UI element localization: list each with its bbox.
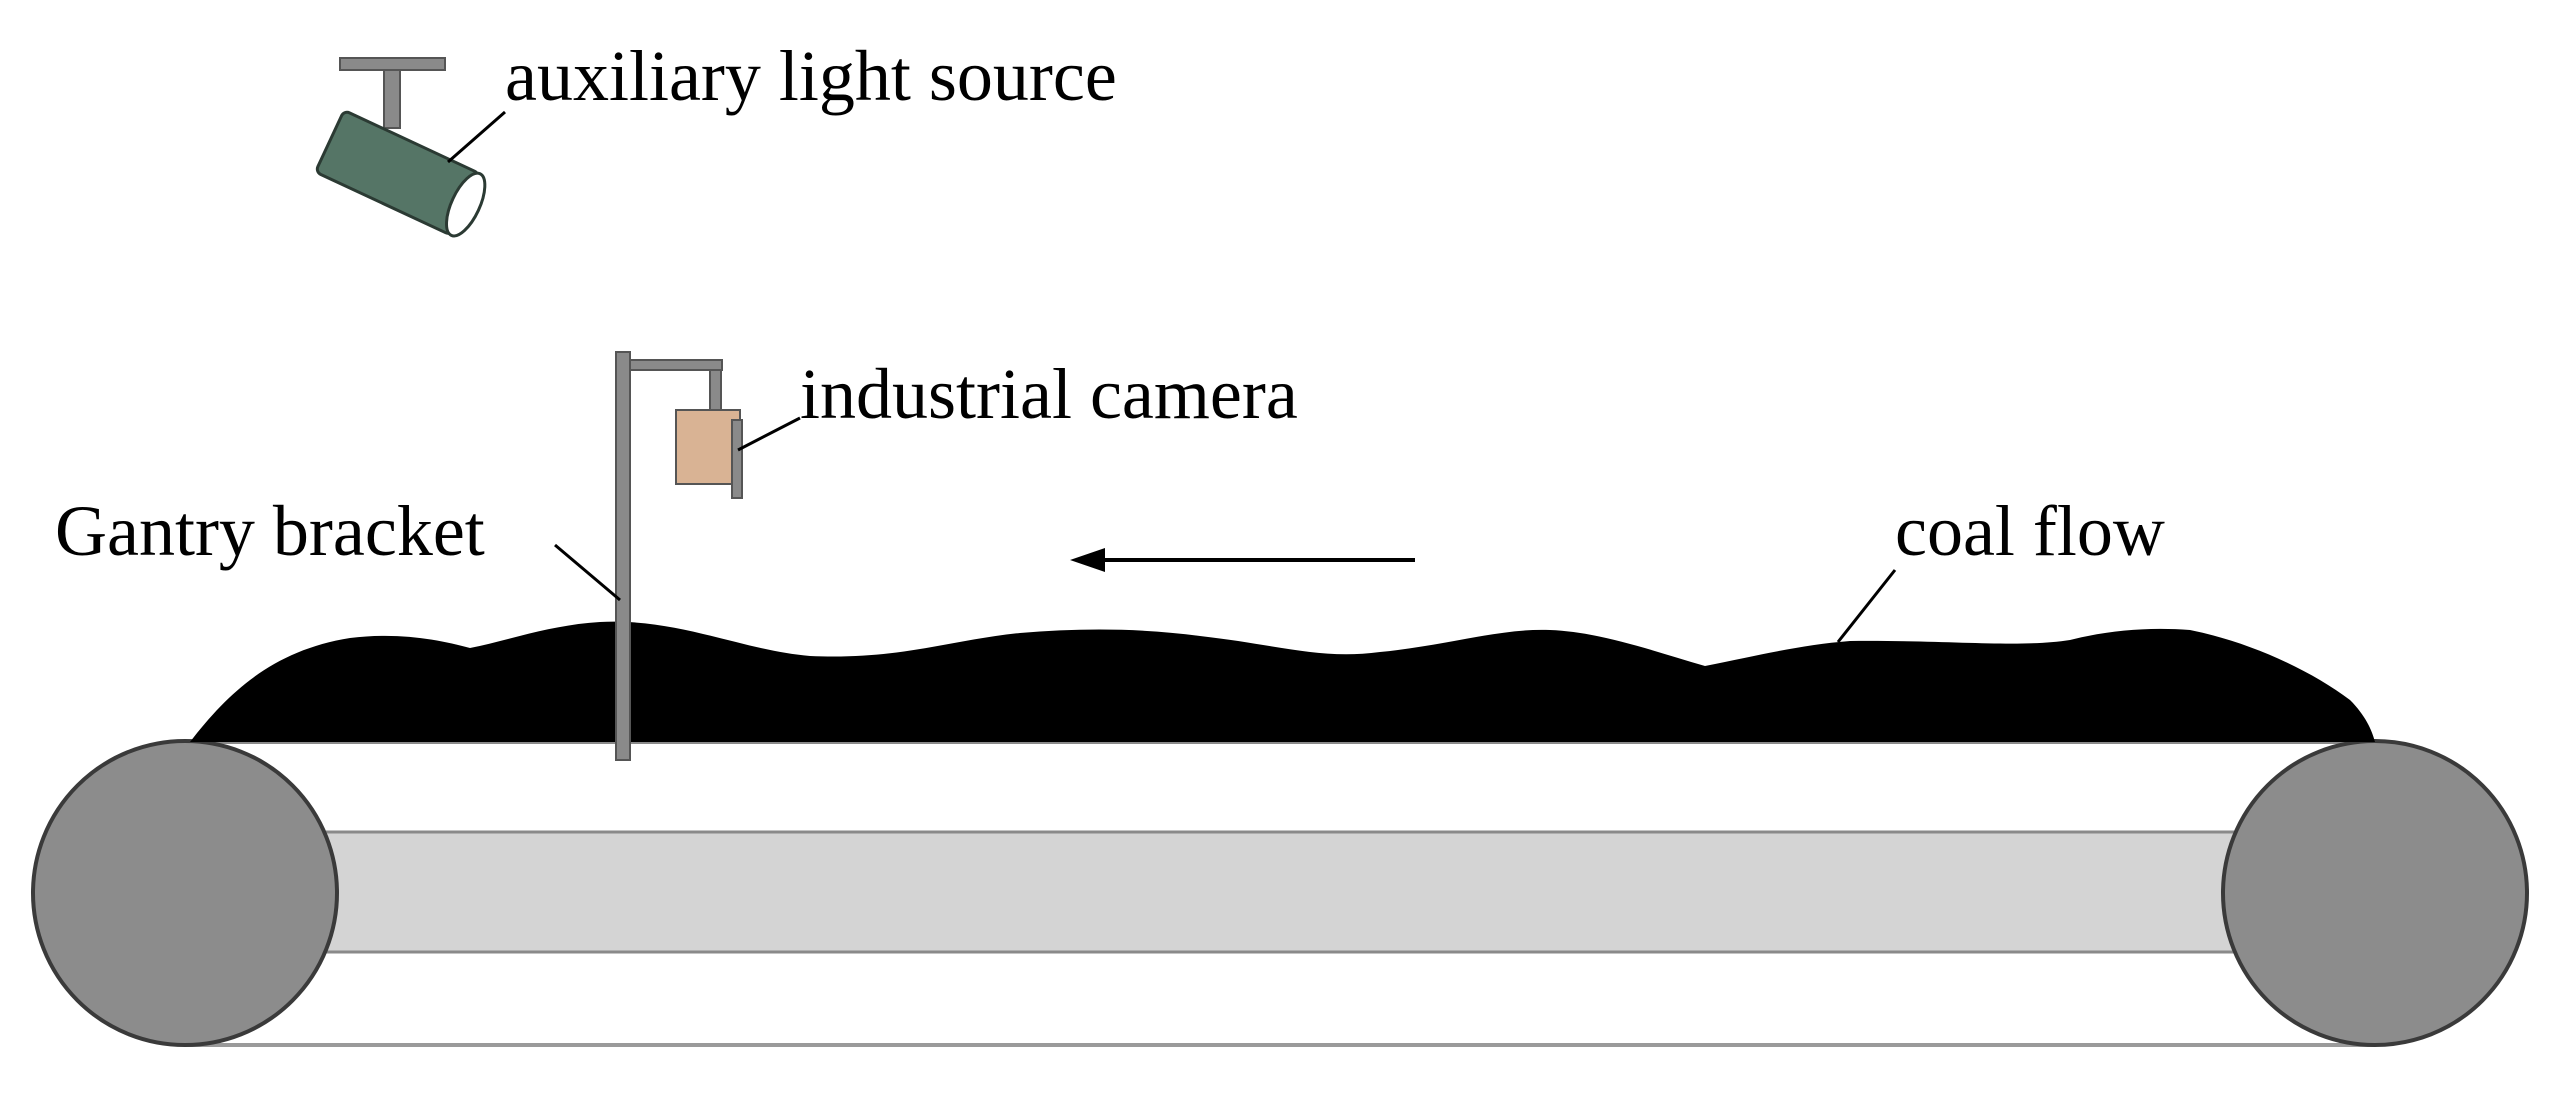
label-gantry-bracket: Gantry bracket — [55, 491, 485, 571]
camera-side — [731, 419, 743, 499]
leader-coal — [1836, 569, 1897, 643]
conveyor-belt — [31, 739, 2529, 1047]
label-coal-flow: coal flow — [1895, 491, 2165, 571]
camera-icon — [675, 409, 743, 499]
camera-body — [675, 409, 741, 485]
leader-bracket — [554, 543, 621, 602]
label-auxiliary-light-source: auxiliary light source — [505, 36, 1117, 116]
coal-flow-shape — [190, 621, 2375, 742]
light-mount-plate — [339, 57, 446, 71]
light-mount-stem — [383, 69, 401, 129]
gantry-bracket — [615, 351, 723, 761]
spotlight-icon — [315, 57, 487, 238]
bracket-drop — [709, 369, 722, 411]
left-roller — [31, 739, 339, 1047]
bracket-pole — [615, 351, 631, 761]
light-lens — [445, 171, 487, 238]
leader-camera — [737, 416, 801, 452]
right-roller — [2221, 739, 2529, 1047]
leader-light — [447, 110, 506, 164]
bracket-arm — [629, 359, 723, 371]
belt-inner-tube — [288, 830, 2272, 954]
label-industrial-camera: industrial camera — [800, 354, 1298, 434]
arrow-left-icon — [1070, 548, 1415, 572]
